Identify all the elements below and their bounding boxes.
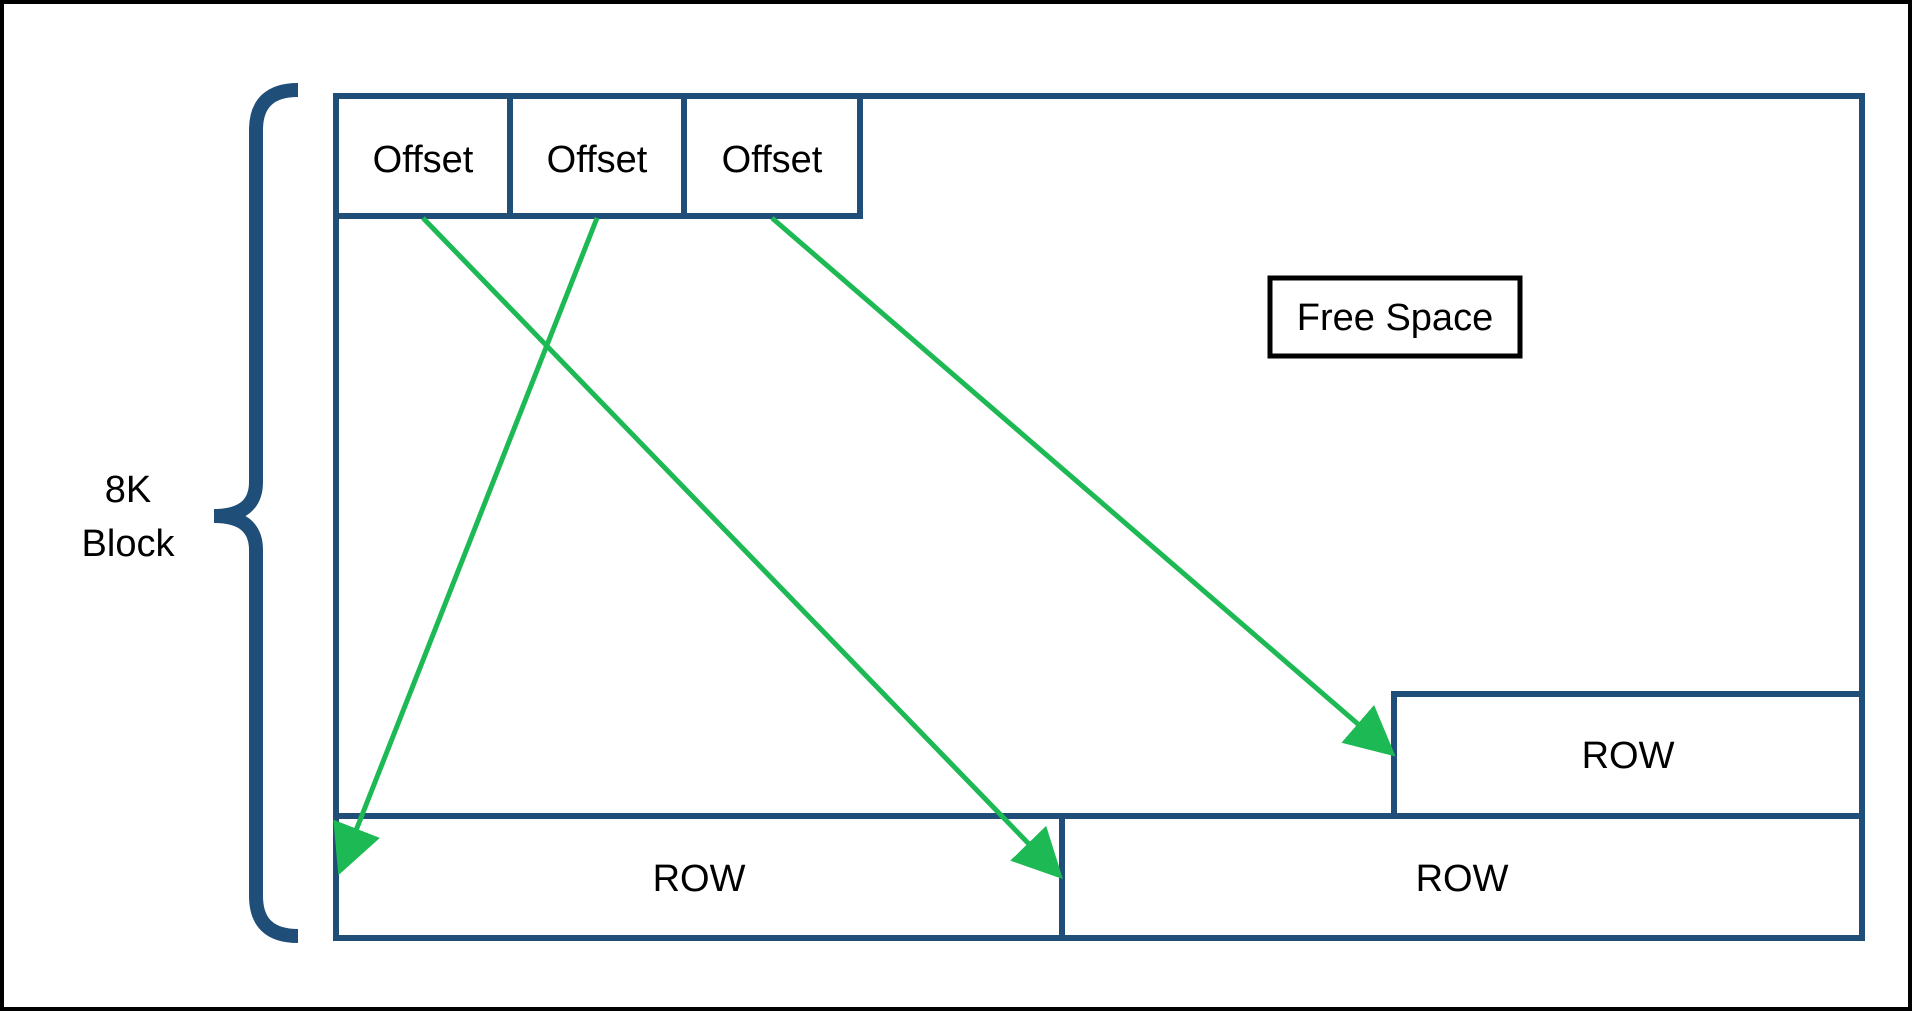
offset-label: Offset: [547, 139, 648, 181]
offset-cell: [507, 93, 687, 219]
offset-cell: [333, 93, 513, 219]
pointer-arrow-offset2-to-row: [333, 217, 600, 876]
pointer-arrow-offset3-to-row: [770, 216, 1396, 757]
offset-label: Offset: [722, 139, 823, 181]
offset-cell: [681, 93, 863, 219]
page-layout-diagram: 8K Block Offset Offset Offset Free Space…: [82, 83, 1865, 943]
offset-label: Offset: [373, 139, 474, 181]
row-label: ROW: [1582, 735, 1675, 777]
pointer-arrow-offset1-to-row: [421, 216, 1063, 880]
row-cell-bottom-left: [333, 813, 1065, 941]
free-space-label: Free Space: [1297, 297, 1493, 339]
block-label-line2: Block: [82, 523, 176, 565]
free-space-box: [1267, 275, 1523, 359]
row-label: ROW: [653, 858, 746, 900]
block-label-line1: 8K: [105, 469, 151, 511]
block-brace: [213, 83, 299, 943]
row-label: ROW: [1416, 858, 1509, 900]
